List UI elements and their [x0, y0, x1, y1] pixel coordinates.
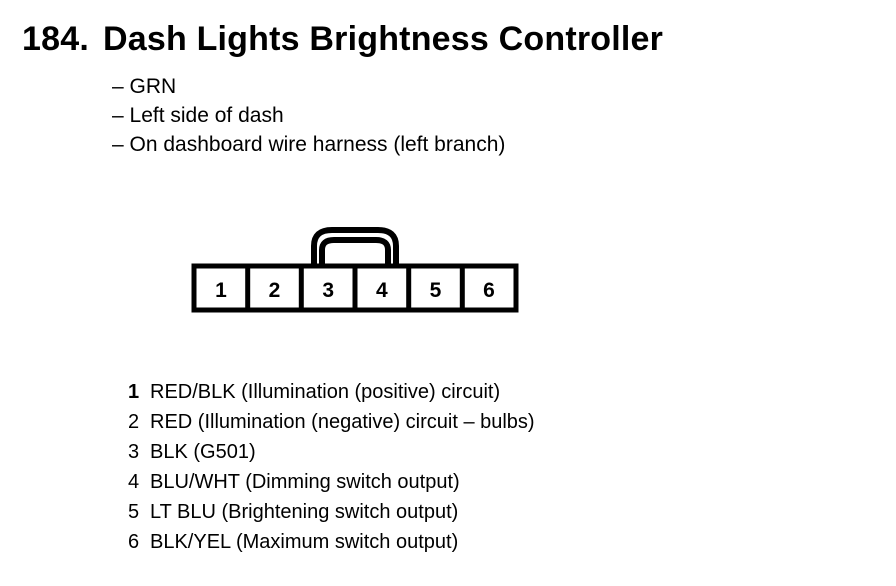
pinout-description: LT BLU (Brightening switch output) [150, 501, 459, 523]
pinout-pin-number: 5 [128, 501, 140, 523]
connector-diagram: 1 2 3 4 5 6 [190, 222, 520, 314]
component-info: – GRN – Left side of dash – On dashboard… [112, 72, 505, 159]
connector-color: – GRN [112, 75, 177, 98]
page-title: 184. Dash Lights Brightness Controller [22, 20, 663, 59]
pin-label-2: 2 [269, 279, 281, 302]
connector-latch [311, 227, 399, 266]
pinout-description: RED/BLK (Illumination (positive) circuit… [150, 381, 501, 403]
pinout-pin-number: 6 [128, 531, 140, 553]
pinout-row: 1 RED/BLK (Illumination (positive) circui… [128, 377, 535, 407]
pinout-description: BLK/YEL (Maximum switch output) [150, 531, 459, 553]
cavity-dividers [245, 266, 465, 310]
component-name: Dash Lights Brightness Controller [102, 20, 664, 58]
pinout-row: 2 RED (Illumination (negative) circuit – … [128, 407, 535, 437]
harness-location: – On dashboard wire harness (left branch… [112, 133, 506, 156]
component-number: 184. [22, 20, 89, 58]
pin-label-4: 4 [376, 279, 388, 302]
pinout-row: 5 LT BLU (Brightening switch output) [128, 497, 535, 527]
pin-label-3: 3 [322, 279, 334, 302]
pinout-row: 3 BLK (G501) [128, 437, 535, 467]
pin-label-6: 6 [483, 279, 495, 302]
pinout-pin-number: 4 [128, 471, 140, 493]
pin-label-5: 5 [430, 279, 442, 302]
pinout-row: 4 BLU/WHT (Dimming switch output) [128, 467, 535, 497]
pinout-description: BLU/WHT (Dimming switch output) [150, 471, 460, 493]
component-location: – Left side of dash [112, 104, 284, 127]
pinout-description: BLK (G501) [150, 441, 256, 463]
pin-label-1: 1 [215, 279, 227, 302]
pinout-pin-number: 2 [128, 411, 140, 433]
pinout-description: RED (Illumination (negative) circuit – b… [150, 411, 535, 433]
pinout-pin-number: 3 [128, 441, 140, 463]
pinout-pin-number: 1 [128, 381, 140, 403]
pinout-row: 6 BLK/YEL (Maximum switch output) [128, 527, 535, 557]
pinout-list: 1 RED/BLK (Illumination (positive) circui… [128, 377, 535, 557]
